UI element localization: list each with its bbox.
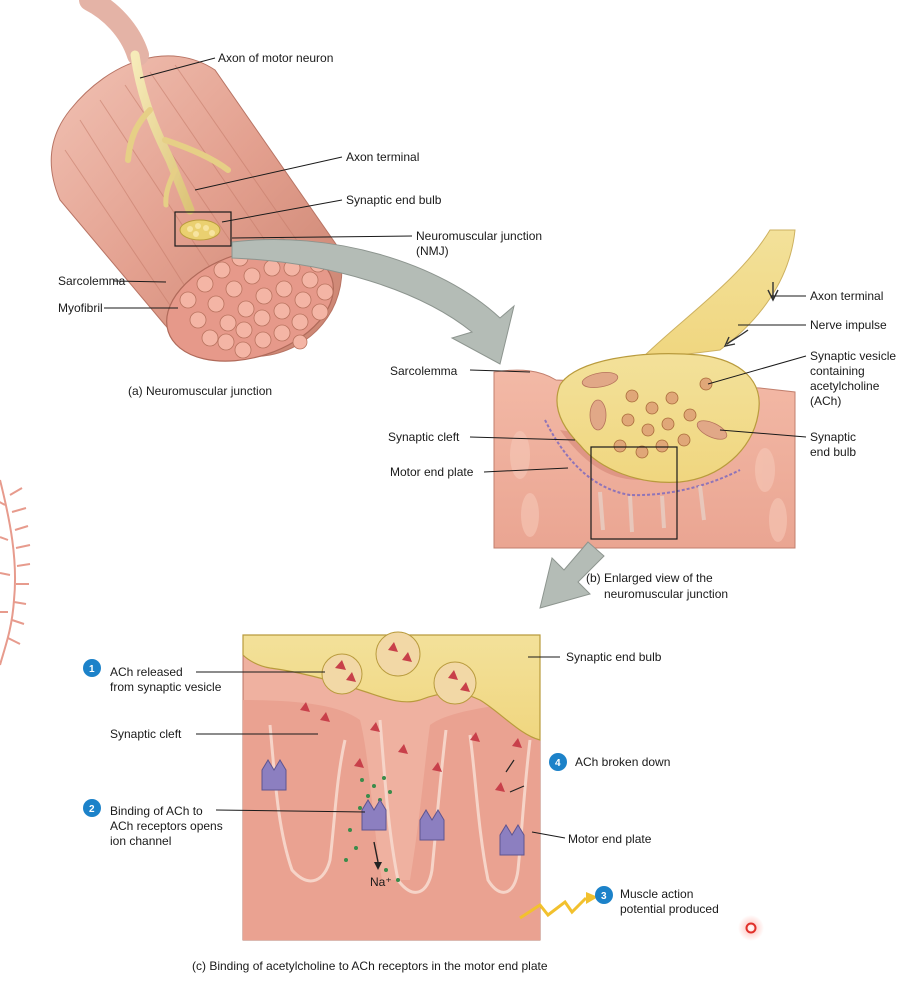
caption-panel-b-line2: neuromuscular junction bbox=[604, 587, 728, 601]
label-nmj-line1: Neuromuscular junction bbox=[416, 229, 542, 243]
panel-c-leaders bbox=[196, 656, 566, 839]
caption-panel-a: (a) Neuromuscular junction bbox=[128, 384, 272, 398]
caption-panel-b-line1: (b) Enlarged view of the bbox=[586, 571, 713, 585]
pointer-dot bbox=[738, 915, 764, 941]
label-nmj-line2: (NMJ) bbox=[416, 244, 449, 258]
panel-a-leaders bbox=[104, 57, 413, 309]
label-sarcolemma-b: Sarcolemma bbox=[390, 364, 458, 378]
label-vesicle-line1: Synaptic vesicle bbox=[810, 349, 896, 363]
label-vesicle-line3: acetylcholine bbox=[810, 379, 880, 393]
step-2-line3: ion channel bbox=[110, 834, 171, 848]
step-1-line2: from synaptic vesicle bbox=[110, 680, 222, 694]
step-3-line2: potential produced bbox=[620, 902, 719, 916]
step-2-line1: Binding of ACh to bbox=[110, 804, 203, 818]
edge-fragment-decoration bbox=[0, 479, 31, 666]
label-synaptic-end-bulb-c: Synaptic end bulb bbox=[566, 650, 662, 664]
label-motor-end-plate-b: Motor end plate bbox=[390, 465, 474, 479]
step-1-number: 1 bbox=[89, 664, 95, 675]
step-4-line1: ACh broken down bbox=[575, 755, 670, 769]
step-3-badge bbox=[595, 886, 613, 904]
step-2-line2: ACh receptors opens bbox=[110, 819, 223, 833]
label-axon-motor-neuron: Axon of motor neuron bbox=[218, 51, 333, 65]
label-na-ion: Na⁺ bbox=[370, 875, 392, 889]
panel-b-leaders bbox=[469, 295, 807, 473]
label-myofibril: Myofibril bbox=[58, 301, 103, 315]
panel-b-illustration bbox=[493, 229, 796, 549]
label-synaptic-cleft-c: Synaptic cleft bbox=[110, 727, 182, 741]
label-end-bulb-b-line2: end bulb bbox=[810, 445, 856, 459]
step-1: 1 ACh released from synaptic vesicle bbox=[83, 659, 222, 694]
panel-a-illustration bbox=[50, 0, 343, 362]
label-end-bulb-b-line1: Synaptic bbox=[810, 430, 856, 444]
step-3-line1: Muscle action bbox=[620, 887, 693, 901]
label-sarcolemma-a: Sarcolemma bbox=[58, 274, 126, 288]
step-2-badge bbox=[83, 799, 101, 817]
step-1-badge bbox=[83, 659, 101, 677]
caption-panel-c: (c) Binding of acetylcholine to ACh rece… bbox=[192, 959, 548, 973]
step-4: 4 ACh broken down bbox=[549, 753, 670, 771]
label-axon-terminal-b: Axon terminal bbox=[810, 289, 883, 303]
label-synaptic-cleft-b: Synaptic cleft bbox=[388, 430, 460, 444]
step-2-number: 2 bbox=[89, 804, 95, 815]
label-synaptic-end-bulb-a: Synaptic end bulb bbox=[346, 193, 442, 207]
step-3-number: 3 bbox=[601, 891, 607, 902]
label-vesicle-line4: (ACh) bbox=[810, 394, 841, 408]
zoom-arrow-b-to-c bbox=[539, 541, 605, 609]
step-2: 2 Binding of ACh to ACh receptors opens … bbox=[83, 799, 223, 848]
panel-c-illustration bbox=[242, 631, 598, 941]
step-3: 3 Muscle action potential produced bbox=[595, 886, 719, 916]
label-axon-terminal-a: Axon terminal bbox=[346, 150, 419, 164]
label-motor-end-plate-c: Motor end plate bbox=[568, 832, 652, 846]
step-4-badge bbox=[549, 753, 567, 771]
label-vesicle-line2: containing bbox=[810, 364, 865, 378]
label-nerve-impulse: Nerve impulse bbox=[810, 318, 887, 332]
step-4-number: 4 bbox=[555, 758, 561, 769]
step-1-line1: ACh released bbox=[110, 665, 183, 679]
zoom-arrow-a-to-b bbox=[231, 239, 515, 365]
